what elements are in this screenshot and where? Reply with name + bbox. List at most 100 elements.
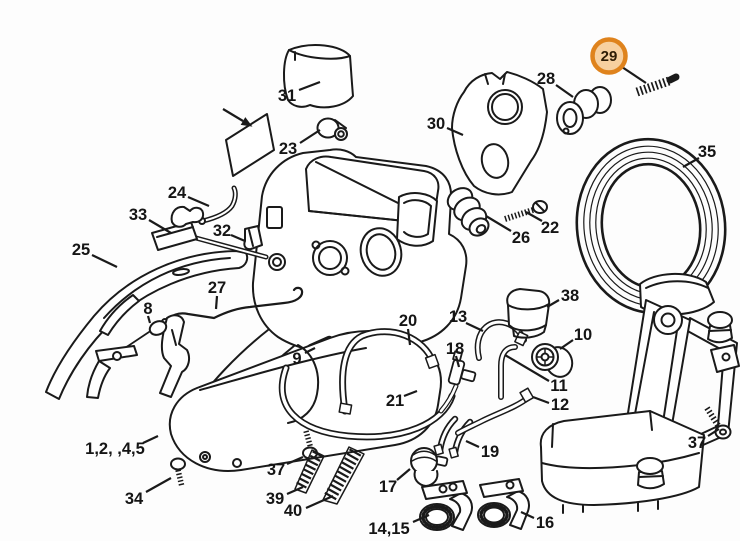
part-number-text: 17 — [379, 478, 397, 496]
part-label-30[interactable]: 30 — [427, 115, 464, 137]
part-label-9[interactable]: 9 — [292, 347, 316, 368]
part-label-32[interactable]: 32 — [213, 222, 246, 243]
part-number-text: 8 — [143, 300, 152, 318]
info-sticker — [225, 113, 275, 177]
clamp-16 — [477, 478, 530, 530]
part-label-22[interactable]: 22 — [525, 211, 559, 237]
fuel-line-12 — [455, 387, 535, 436]
part-number-text: 13 — [449, 308, 467, 326]
screw-37-right-part — [704, 406, 732, 440]
leader-line — [707, 428, 720, 437]
leader-line — [555, 84, 574, 98]
part-label-17[interactable]: 17 — [379, 468, 411, 496]
part-number-text: 28 — [537, 70, 555, 88]
part-38-cap — [506, 288, 551, 339]
part-label-29[interactable]: 29 — [590, 37, 647, 84]
part-label-33[interactable]: 33 — [129, 206, 172, 234]
part-label-23[interactable]: 23 — [279, 129, 321, 158]
part-number-text: 12 — [551, 396, 569, 414]
part-number-text: 33 — [129, 206, 147, 224]
part-25-front-handle — [45, 250, 249, 400]
leader-line — [406, 328, 412, 346]
leader-line — [412, 513, 430, 524]
leader-line — [520, 511, 535, 519]
part-label-20[interactable]: 20 — [399, 312, 417, 346]
part-label-18[interactable]: 18 — [446, 340, 464, 368]
part-label-35[interactable]: 35 — [682, 143, 716, 168]
rear-handle-frame — [539, 272, 738, 514]
part-number-text: 24 — [168, 184, 187, 202]
part-label-27[interactable]: 27 — [208, 279, 226, 310]
plug-caps — [636, 311, 740, 490]
clamp-14-15 — [419, 480, 473, 531]
grille-39 — [294, 449, 325, 494]
part-31-cover — [283, 44, 354, 109]
part-label-10[interactable]: 10 — [559, 326, 592, 350]
part-label-31[interactable]: 31 — [278, 80, 321, 105]
part-label-26[interactable]: 26 — [485, 215, 530, 247]
part-label-37R[interactable]: 37 — [688, 428, 720, 452]
tee-fitting-18 — [438, 350, 477, 414]
part-number-text: 26 — [512, 229, 530, 247]
labels-layer: 31 23 24 33 32 25 27 8 9 29 28 30 35 22 26 38 20 13 10 18 11… — [72, 37, 720, 538]
part-33-switch-assembly — [151, 185, 269, 260]
hose-20 — [338, 328, 440, 415]
highlight-ring — [590, 37, 628, 75]
leader-line — [91, 254, 118, 268]
part-label-40[interactable]: 40 — [284, 494, 334, 520]
part-label-25[interactable]: 25 — [72, 241, 118, 268]
leader-line — [145, 477, 172, 493]
part-number-text: 10 — [574, 326, 592, 344]
part-number-text: 9 — [292, 350, 301, 368]
part-number-text: 14,15 — [368, 520, 409, 538]
part-label-39[interactable]: 39 — [266, 485, 304, 508]
leader-line — [485, 215, 512, 232]
main-housing — [180, 148, 468, 435]
part-22-screw — [504, 200, 548, 222]
part-number-text: 37 — [267, 461, 285, 479]
part-number-text: 11 — [550, 377, 567, 395]
part-30-shroud — [451, 71, 548, 196]
part-label-38[interactable]: 38 — [546, 287, 579, 308]
leader-line — [532, 395, 550, 405]
leader-line — [214, 295, 219, 310]
part-26-buffer — [446, 187, 490, 237]
part-number-text: 38 — [561, 287, 579, 305]
leader-line — [546, 299, 560, 308]
part-number-text: 20 — [399, 312, 417, 330]
leader-line — [142, 435, 159, 444]
hose-21 — [278, 364, 456, 441]
part-number-text: 30 — [427, 115, 445, 133]
part-label-34[interactable]: 34 — [125, 477, 172, 508]
part-label-11[interactable]: 11 — [504, 354, 568, 395]
fuel-line-11 — [498, 344, 518, 400]
part-label-12[interactable]: 12 — [532, 395, 569, 414]
part-label-8[interactable]: 8 — [143, 300, 153, 324]
part-28-manifold — [556, 86, 612, 135]
part-label-21[interactable]: 21 — [386, 389, 418, 410]
part-label-28[interactable]: 28 — [537, 70, 574, 98]
part-label-16[interactable]: 16 — [520, 511, 554, 532]
leader-line — [559, 339, 574, 350]
part-number-text: 40 — [284, 502, 302, 520]
part-label-1245[interactable]: 1,2, ,4,5 — [85, 435, 159, 458]
part-number-text: 27 — [208, 279, 226, 297]
part-number-text: 22 — [541, 219, 559, 237]
part-number-text: 35 — [698, 143, 716, 161]
part-label-1415[interactable]: 14,15 — [368, 513, 430, 538]
part-29-stud — [635, 73, 680, 97]
leader-line — [146, 315, 152, 324]
leader-line — [446, 126, 464, 137]
part-23-grommet — [316, 117, 348, 141]
leader-line — [148, 219, 172, 234]
part-number-text: 31 — [278, 87, 296, 105]
part-label-24[interactable]: 24 — [168, 184, 210, 208]
part-label-13[interactable]: 13 — [449, 308, 484, 332]
part-label-19[interactable]: 19 — [465, 440, 499, 461]
part-number-text: 39 — [266, 490, 284, 508]
leader-line — [396, 468, 411, 481]
part-label-37L[interactable]: 37 — [267, 455, 304, 479]
part-number-text: 25 — [72, 241, 90, 259]
